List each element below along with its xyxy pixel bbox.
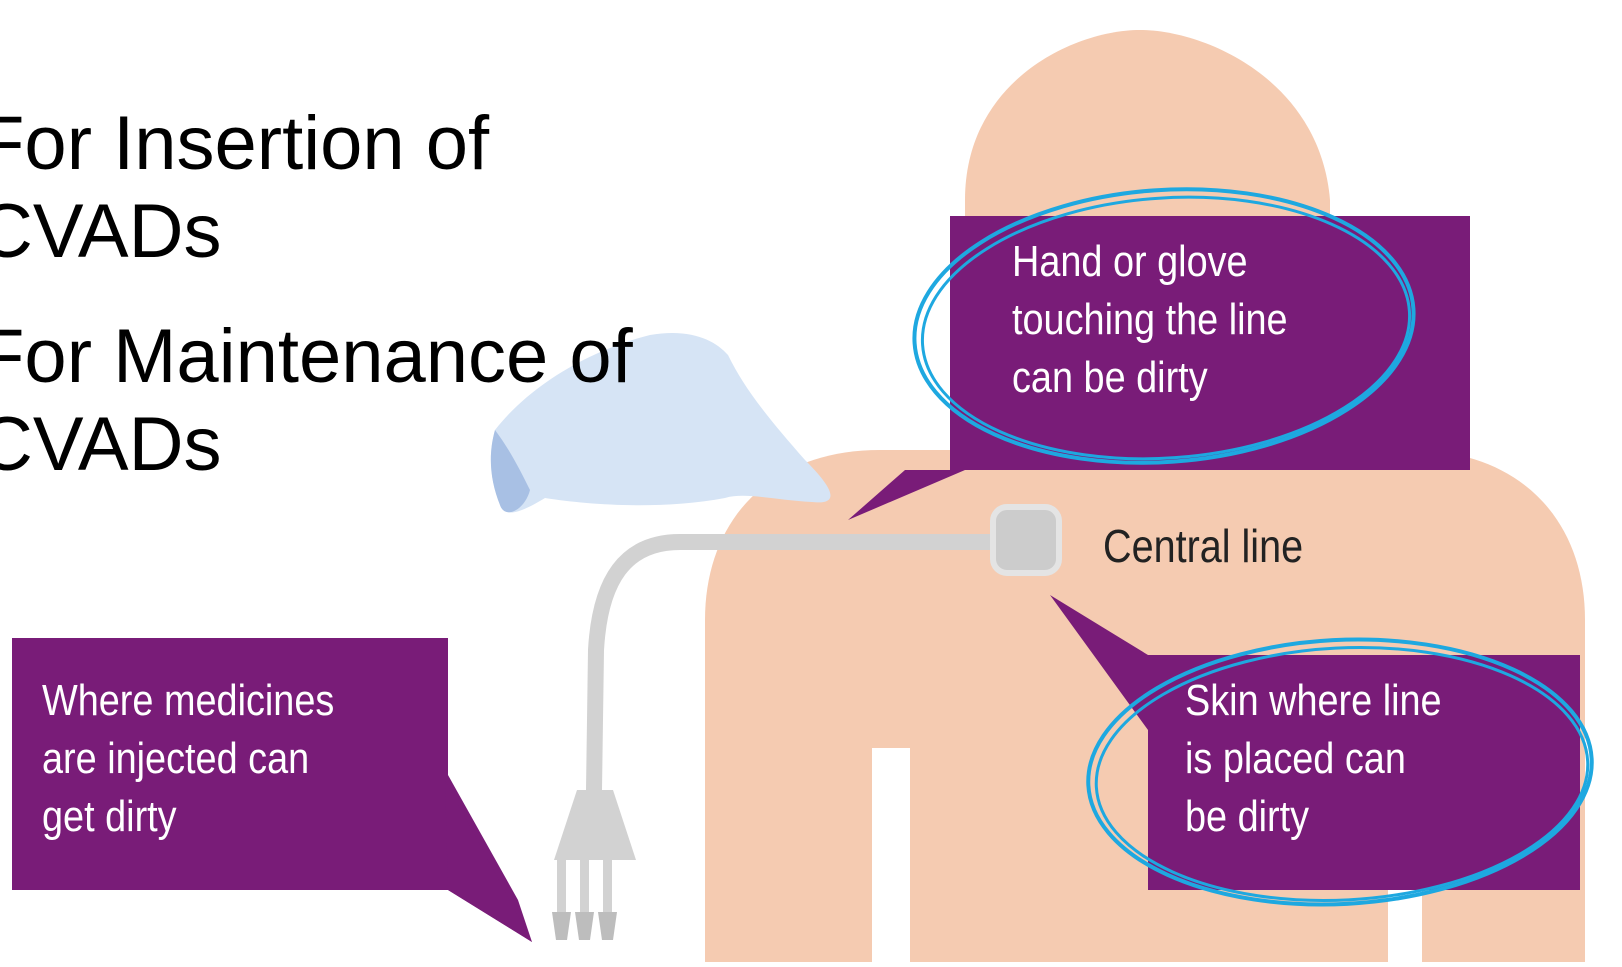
arm-gap-left [872, 748, 910, 962]
bullet-maintenance-line2: CVADs [0, 401, 633, 489]
medicines-callout-line3: get dirty [42, 788, 334, 846]
hand-callout-line2: touching the line [1012, 291, 1288, 349]
bullet-insertion-line1: For Insertion of [0, 100, 489, 188]
skin-callout-line1: Skin where line [1185, 672, 1442, 730]
bullet-maintenance-line1: For Maintenance of [0, 313, 633, 401]
skin-callout-line3: be dirty [1185, 788, 1442, 846]
lumen-cap-right [598, 912, 617, 940]
tubing-hub [554, 790, 636, 860]
lumen-cap-middle [575, 912, 594, 940]
bullet-insertion: For Insertion of CVADs [0, 100, 489, 276]
bullet-maintenance: For Maintenance of CVADs [0, 313, 633, 489]
hand-callout-line1: Hand or glove [1012, 233, 1288, 291]
lumen-cap-left [552, 912, 571, 940]
medicines-callout-line2: are injected can [42, 730, 334, 788]
central-line-site [993, 507, 1059, 573]
medicines-callout-text: Where medicines are injected can get dir… [42, 672, 334, 846]
skin-callout-line2: is placed can [1185, 730, 1442, 788]
bullet-insertion-line2: CVADs [0, 188, 489, 276]
hand-callout-line3: can be dirty [1012, 349, 1288, 407]
central-line-label: Central line [1103, 518, 1303, 574]
skin-callout-text: Skin where line is placed can be dirty [1185, 672, 1442, 846]
hand-callout-text: Hand or glove touching the line can be d… [1012, 233, 1288, 407]
medicines-callout-line1: Where medicines [42, 672, 334, 730]
